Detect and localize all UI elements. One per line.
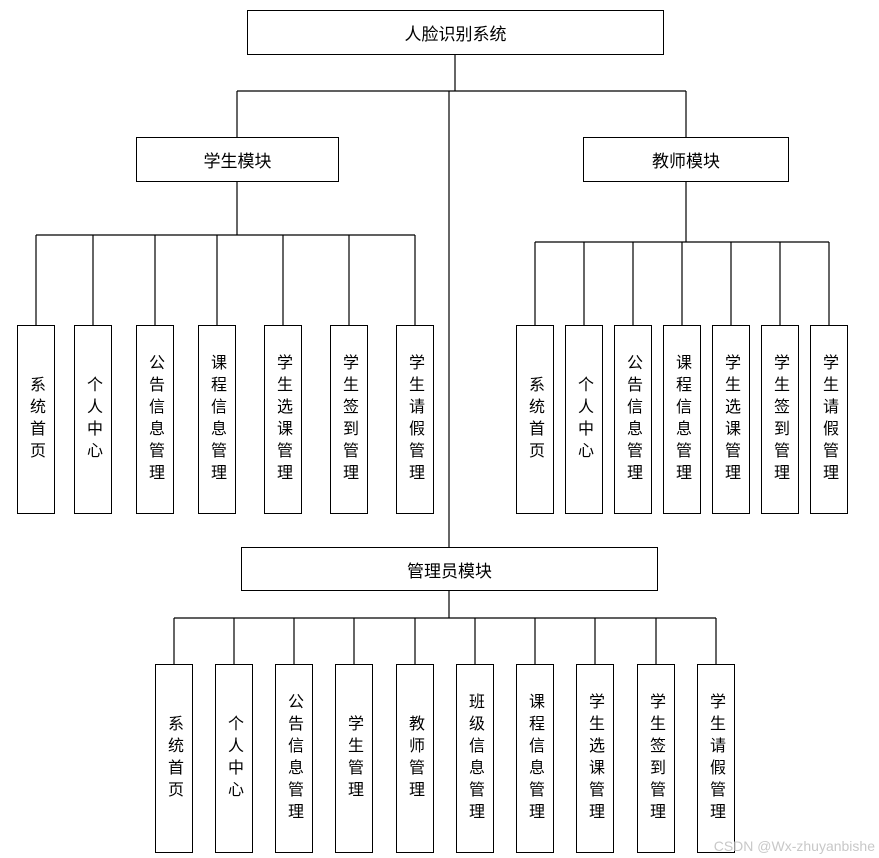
root-node: 人脸识别系统 [247,10,664,55]
admin-child-node: 教师管理 [396,664,434,853]
admin-module-node: 管理员模块 [241,547,658,591]
teacher-module-node: 教师模块 [583,137,789,182]
admin-child-node: 学生请假管理 [697,664,735,853]
admin-child-node: 学生管理 [335,664,373,853]
teacher-child-node: 课程信息管理 [663,325,701,514]
student-child-node: 公告信息管理 [136,325,174,514]
watermark: CSDN @Wx-zhuyanbishe [713,838,875,854]
admin-child-node: 课程信息管理 [516,664,554,853]
student-child-node: 学生选课管理 [264,325,302,514]
admin-child-node: 公告信息管理 [275,664,313,853]
teacher-child-node: 公告信息管理 [614,325,652,514]
teacher-child-node: 学生签到管理 [761,325,799,514]
student-child-node: 系统首页 [17,325,55,514]
admin-child-node: 学生选课管理 [576,664,614,853]
admin-child-node: 个人中心 [215,664,253,853]
student-child-node: 学生签到管理 [330,325,368,514]
admin-child-node: 班级信息管理 [456,664,494,853]
teacher-child-node: 个人中心 [565,325,603,514]
teacher-child-node: 学生选课管理 [712,325,750,514]
student-child-node: 课程信息管理 [198,325,236,514]
student-child-node: 学生请假管理 [396,325,434,514]
student-module-node: 学生模块 [136,137,339,182]
student-child-node: 个人中心 [74,325,112,514]
admin-child-node: 系统首页 [155,664,193,853]
teacher-child-node: 学生请假管理 [810,325,848,514]
admin-child-node: 学生签到管理 [637,664,675,853]
teacher-child-node: 系统首页 [516,325,554,514]
